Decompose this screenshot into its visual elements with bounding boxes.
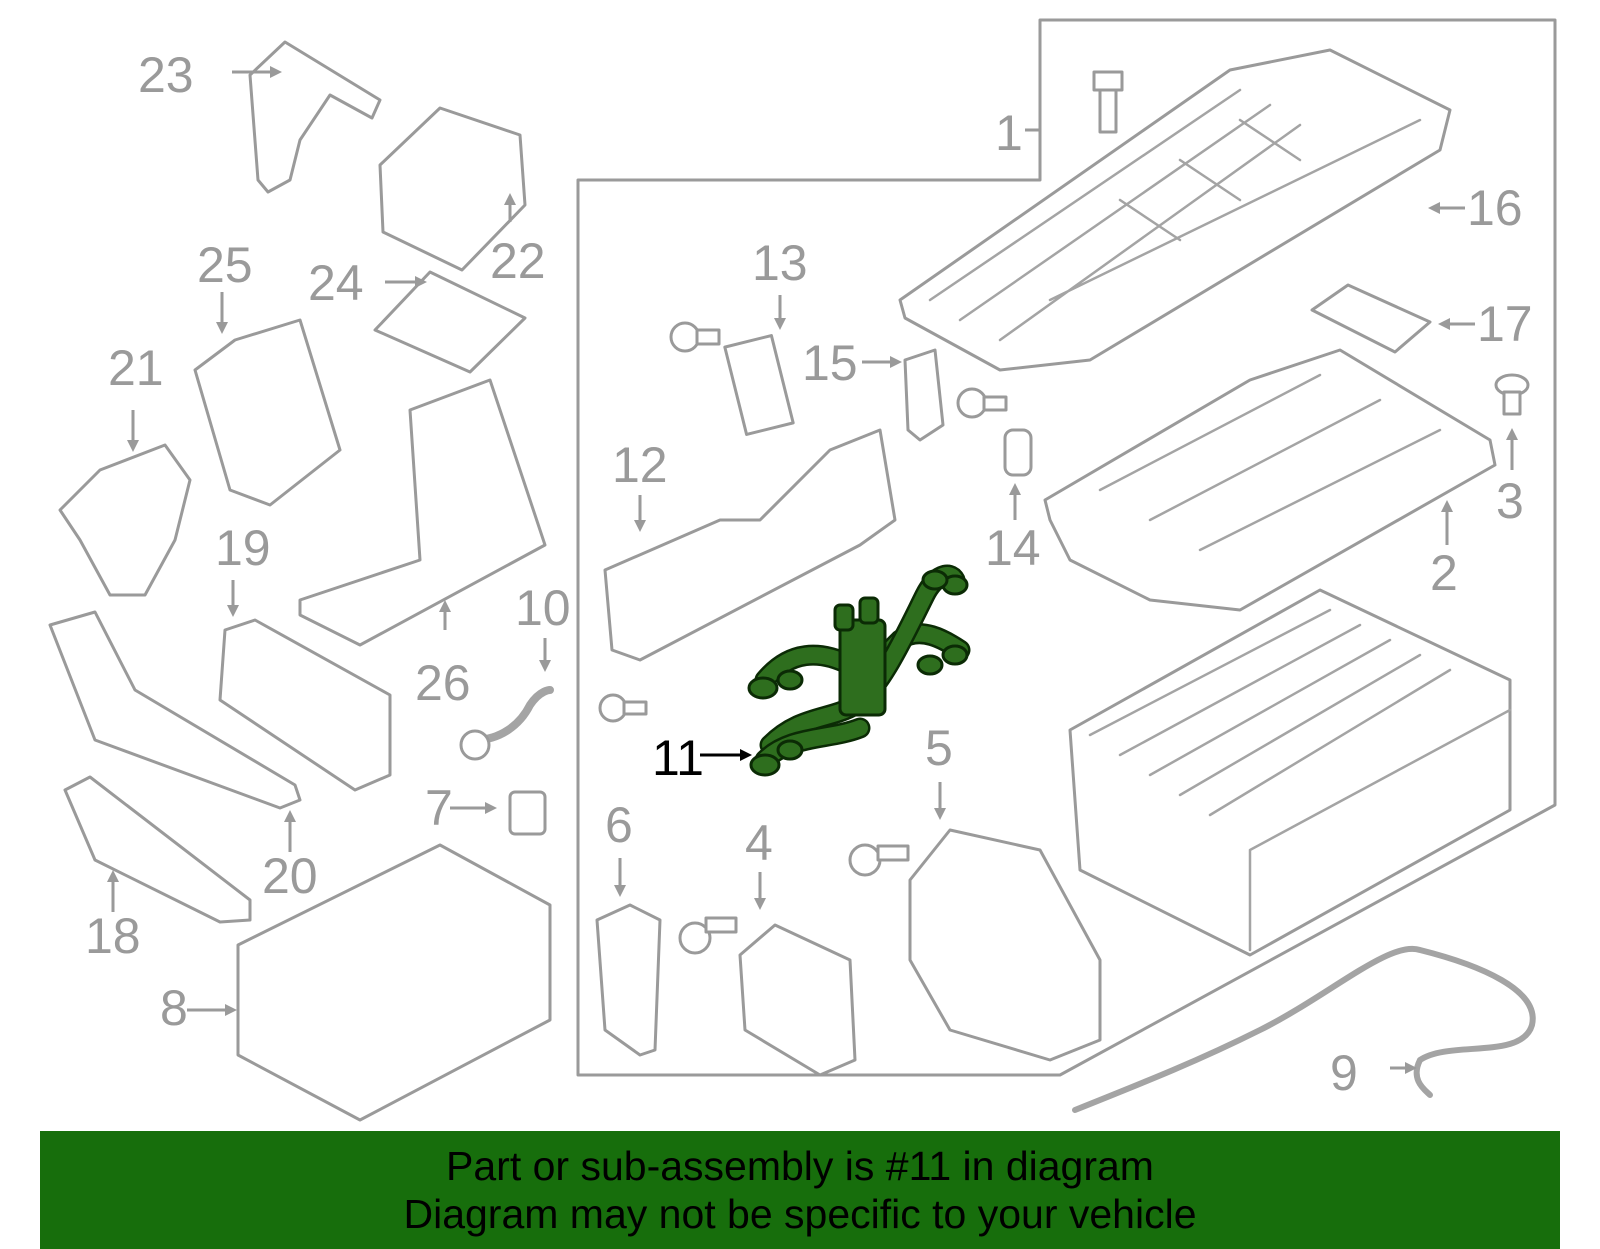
callout-20: 20 [262,848,318,904]
callout-3: 3 [1496,473,1524,529]
part-26-frame [298,378,547,647]
part-2-tray [1043,348,1497,612]
callout-4: 4 [745,815,773,871]
assembly-outline [576,18,1557,1077]
info-banner: Part or sub-assembly is #11 in diagram D… [40,1131,1560,1249]
part-4-module [738,923,857,1077]
part-5-junction [908,828,1102,1062]
part-22-module [378,106,527,272]
callout-16: 16 [1467,180,1523,236]
callout-5: 5 [925,720,953,776]
part-9-cable [1072,945,1536,1113]
part-8-box [236,843,552,1122]
callout-23: 23 [138,47,194,103]
part-7-connector [508,790,547,836]
callout-18: 18 [85,908,141,964]
leader-lines [107,66,1518,1074]
callout-1: 1 [995,105,1023,161]
banner-disclaimer-line: Diagram may not be specific to your vehi… [403,1191,1197,1237]
banner-part-line: Part or sub-assembly is #11 in diagram [446,1143,1154,1189]
callout-12: 12 [612,437,668,493]
part-14-sensor [1003,428,1033,477]
part-19-housing [218,618,392,792]
bolts [598,321,1008,955]
callout-9: 9 [1330,1045,1358,1101]
part-12-bracket [603,428,897,662]
part-13-fuse [723,334,795,436]
part-3-bolt [1494,373,1530,416]
part-23-bracket [248,40,382,194]
part-10-connector [459,729,491,761]
callout-19: 19 [215,520,271,576]
battery-module [1068,588,1512,957]
callout-labels: 23 22 24 25 21 26 19 20 18 8 10 7 12 13 … [85,47,1533,1101]
callout-2: 2 [1430,545,1458,601]
part-20-duct [48,610,302,810]
part-16-tray [898,48,1452,372]
part-25-module [193,318,342,507]
callout-11: 11 [652,730,704,786]
callout-21: 21 [108,340,164,396]
part-21-duct [58,443,192,597]
callout-26: 26 [415,655,471,711]
callout-6: 6 [605,797,633,853]
part-24-pad [373,270,527,374]
callout-13: 13 [752,235,808,291]
part-17-label [1310,283,1432,354]
part-6-cover [595,903,662,1057]
callout-17: 17 [1477,296,1533,352]
part-15-clip [903,348,945,442]
callout-7: 7 [425,780,453,836]
part-10-harness [471,686,554,744]
callout-10: 10 [515,580,571,636]
callout-15: 15 [802,335,858,391]
callout-14: 14 [985,520,1041,576]
callout-22: 22 [490,233,546,289]
callout-25: 25 [197,237,253,293]
callout-24: 24 [308,255,364,311]
part-11-hose-assembly [747,564,971,777]
bolt-top [1092,70,1124,134]
callout-8: 8 [160,980,188,1036]
part-18-duct [63,775,252,924]
